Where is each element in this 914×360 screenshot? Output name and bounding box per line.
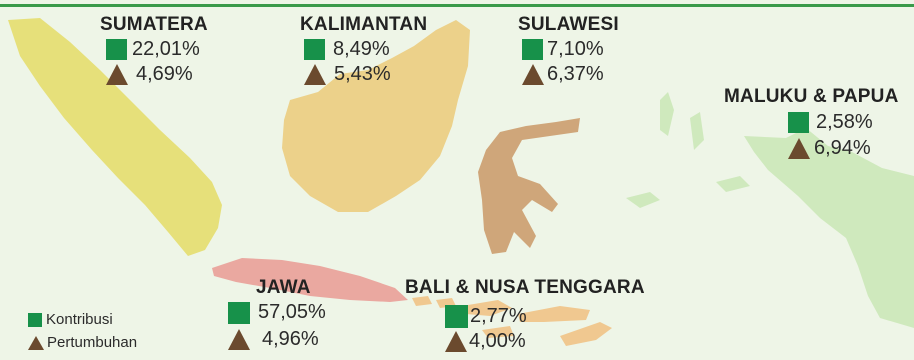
- green-square-icon: [522, 39, 543, 60]
- brown-triangle-icon: [788, 138, 810, 159]
- brown-triangle-icon: [304, 64, 326, 85]
- brown-triangle-icon: [106, 64, 128, 85]
- brown-triangle-icon: [522, 64, 544, 85]
- kontribusi-value: 2,58%: [816, 111, 873, 133]
- green-square-icon: [28, 312, 42, 327]
- kontribusi-row: 22,01%: [106, 38, 208, 61]
- maluku-island-2: [660, 92, 674, 136]
- sumatera-island: [8, 18, 222, 256]
- region-name: SULAWESI: [518, 14, 619, 35]
- maluku-island-1: [626, 192, 660, 208]
- pertumbuhan-value: 4,00%: [469, 330, 526, 352]
- green-square-icon: [106, 39, 127, 60]
- pertumbuhan-row: 6,94%: [788, 137, 899, 160]
- kontribusi-value: 22,01%: [132, 38, 200, 60]
- green-square-icon: [445, 305, 468, 328]
- kontribusi-row: 8,49%: [304, 38, 427, 61]
- kontribusi-row: 2,77%: [445, 305, 645, 328]
- pertumbuhan-value: 5,43%: [334, 63, 391, 85]
- kontribusi-row: 2,58%: [788, 111, 899, 134]
- region-jawa: JAWA 57,05% 4,96%: [228, 277, 326, 351]
- green-square-icon: [788, 112, 809, 133]
- region-bali-nusa-tenggara: BALI & NUSA TENGGARA 2,77% 4,00%: [405, 277, 645, 353]
- sulawesi-island: [478, 118, 580, 254]
- pertumbuhan-value: 6,94%: [814, 137, 871, 159]
- green-square-icon: [228, 301, 250, 324]
- pertumbuhan-value: 4,96%: [262, 328, 319, 350]
- bali-island: [412, 296, 432, 306]
- pertumbuhan-row: 5,43%: [304, 63, 427, 86]
- pertumbuhan-row: 4,69%: [106, 63, 208, 86]
- kontribusi-value: 2,77%: [470, 305, 527, 327]
- region-maluku-papua: MALUKU & PAPUA 2,58% 6,94%: [724, 86, 899, 160]
- brown-triangle-icon: [28, 335, 44, 350]
- jawa-island: [212, 258, 408, 302]
- pertumbuhan-row: 4,00%: [445, 330, 645, 353]
- brown-triangle-icon: [228, 329, 250, 350]
- papua-island: [744, 128, 914, 328]
- maluku-island-3: [690, 112, 704, 150]
- green-square-icon: [304, 39, 325, 60]
- region-name: JAWA: [256, 277, 311, 298]
- region-name: MALUKU & PAPUA: [724, 86, 899, 107]
- sumba-island: [482, 326, 514, 338]
- region-name: KALIMANTAN: [300, 14, 428, 35]
- timor-island: [560, 322, 612, 346]
- flores-island: [518, 306, 590, 322]
- region-name: SUMATERA: [100, 14, 208, 35]
- kalimantan-island: [282, 20, 470, 212]
- kontribusi-row: 57,05%: [228, 301, 326, 324]
- region-sumatera: SUMATERA 22,01% 4,69%: [100, 14, 208, 86]
- kontribusi-value: 57,05%: [258, 301, 326, 323]
- legend-pertumbuhan: Pertumbuhan: [28, 334, 137, 351]
- pertumbuhan-row: 6,37%: [522, 63, 619, 86]
- pertumbuhan-value: 4,69%: [136, 63, 193, 85]
- kontribusi-value: 8,49%: [333, 38, 390, 60]
- legend-kontribusi-label: Kontribusi: [46, 311, 113, 328]
- legend-kontribusi: Kontribusi: [28, 311, 137, 328]
- region-sulawesi: SULAWESI 7,10% 6,37%: [518, 14, 619, 86]
- maluku-island-4: [716, 176, 750, 192]
- pertumbuhan-value: 6,37%: [547, 63, 604, 85]
- kontribusi-value: 7,10%: [547, 38, 604, 60]
- region-name: BALI & NUSA TENGGARA: [405, 277, 645, 298]
- region-kalimantan: KALIMANTAN 8,49% 5,43%: [300, 14, 427, 86]
- legend: Kontribusi Pertumbuhan: [28, 311, 137, 357]
- sumbawa-island: [462, 300, 512, 316]
- brown-triangle-icon: [445, 331, 467, 352]
- kontribusi-row: 7,10%: [522, 38, 619, 61]
- top-divider-line: [0, 4, 914, 7]
- legend-pertumbuhan-label: Pertumbuhan: [47, 334, 138, 351]
- pertumbuhan-row: 4,96%: [228, 328, 326, 351]
